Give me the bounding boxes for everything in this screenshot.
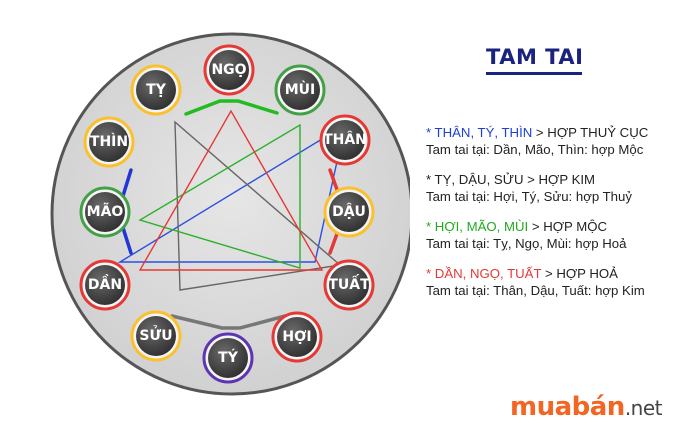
group-members: * HỢI, MÃO, MÙI [426,219,529,234]
zodiac-label: TỴ [146,82,167,98]
zodiac-label: TUẤT [328,273,370,293]
triangle-2 [138,123,301,269]
zodiac-coin: TUẤT [323,259,375,311]
group-members: * TỴ, DẬU, SỬU [426,172,524,187]
zodiac-label: THÌN [90,133,128,150]
group-heading: * DẦN, NGỌ, TUẤT > HỢP HOẢ [426,265,696,282]
triangle-1 [174,120,342,291]
zodiac-coin-face [280,70,320,110]
brand-logo: muabán.net [510,392,663,423]
triangle-3 [138,109,324,271]
zodiac-coin-face [329,265,369,305]
group-members: * DẦN, NGỌ, TUẤT [426,266,542,281]
zodiac-coin-face [136,316,176,356]
zodiac-coin: THÂN [319,114,371,166]
brand-tld: .net [624,396,663,420]
group-heading: * THÂN, TÝ, THÌN > HỢP THUỶ CỤC [426,124,696,141]
zodiac-coin: TÝ [202,332,254,384]
group-members: * THÂN, TÝ, THÌN [426,125,533,140]
group-heading: * TỴ, DẬU, SỬU > HỢP KIM [426,171,696,188]
wheel-plate [50,32,410,396]
triangles-layer [117,109,347,291]
zodiac-coin: DẬU [323,186,375,238]
zodiac-coin-face [277,317,317,357]
zodiac-coins: NGỌ MÙI THÂN DẬU TUẤT HỢI TÝ SỬU DẦN MÃO THÌN TỴ [79,44,375,384]
zodiac-coin-face [329,192,369,232]
group-result: > HỢP KIM [523,172,596,187]
zodiac-coin-face [89,122,129,162]
zodiac-coin-face [136,70,176,110]
zodiac-coin-face [85,265,125,305]
group-detail: Tam tai tại: Dần, Mão, Thìn: hợp Mộc [426,142,644,157]
divider-bar-2 [170,314,287,330]
zodiac-label: MÙI [285,80,316,98]
group-result: > HỢP MỘC [528,219,608,234]
zodiac-label: DẦN [88,274,122,293]
zodiac-coin: MÃO [79,186,131,238]
zodiac-coin-face [325,120,365,160]
zodiac-coin-face [85,192,125,232]
brand-name: muabán [510,392,625,422]
group-result: > HỢP THUỶ CỤC [532,125,649,140]
page-title: TAM TAI [486,45,584,69]
divider-bar-0 [184,99,279,116]
group-detail: Tam tai tại: Thân, Dậu, Tuất: hợp Kim [426,283,645,298]
zodiac-label: MÃO [87,203,124,220]
zodiac-coin-face [208,338,248,378]
zodiac-coin-face [209,50,249,90]
zodiac-coin: THÌN [83,116,135,168]
group-result: > HỢP HOẢ [541,266,618,281]
zodiac-label: DẬU [332,202,366,220]
zodiac-coin: DẦN [79,259,131,311]
group-heading: * HỢI, MÃO, MÙI > HỢP MỘC [426,218,696,235]
triangle-0 [117,123,347,263]
zodiac-label: NGỌ [211,62,246,78]
zodiac-label: SỬU [139,325,172,344]
zodiac-label: THÂN [323,131,367,148]
zodiac-coin: SỬU [130,310,182,362]
zodiac-coin: HỢI [271,311,323,363]
group-detail: Tam tai tại: Tỵ, Ngọ, Mùi: hợp Hoả [426,236,627,251]
tam-tai-wheel: NGỌ MÙI THÂN DẬU TUẤT HỢI TÝ SỬU DẦN MÃO THÌN TỴ [50,32,410,396]
zodiac-coin: MÙI [274,64,326,116]
zodiac-coin: TỴ [130,64,182,116]
zodiac-coin: NGỌ [203,44,255,96]
zodiac-label: TÝ [218,348,239,366]
title-underline [486,72,582,75]
zodiac-label: HỢI [282,329,311,345]
group-detail: Tam tai tại: Hợi, Tý, Sửu: hợp Thuỷ [426,189,632,204]
